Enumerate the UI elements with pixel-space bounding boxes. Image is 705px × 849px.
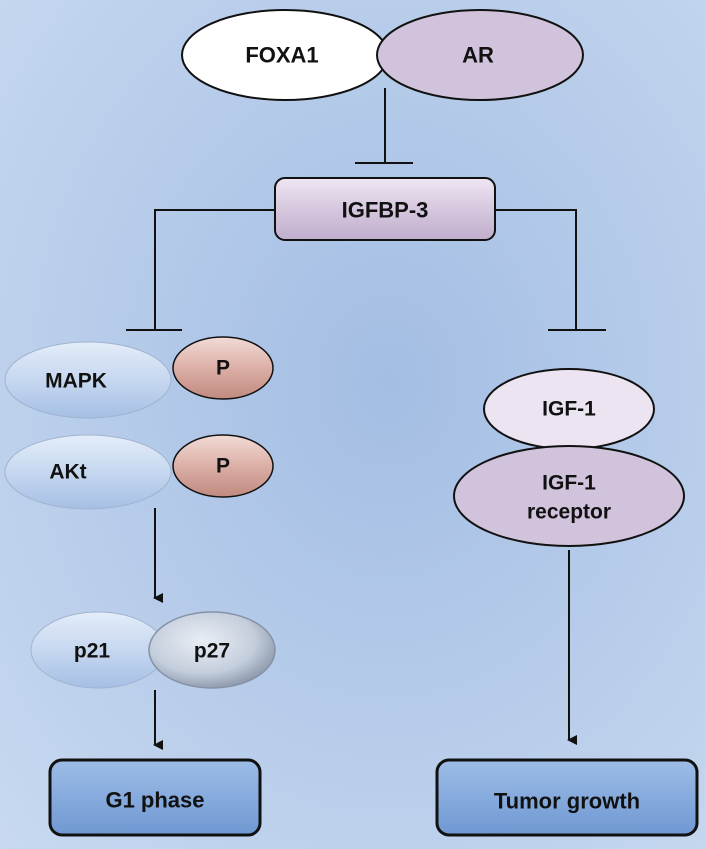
foxa1-label: FOXA1: [245, 43, 318, 68]
igf1-receptor-node: IGF-1 receptor: [453, 445, 685, 547]
tumor-growth-box: Tumor growth: [435, 758, 699, 837]
igf1-label: IGF-1: [542, 398, 596, 421]
akt-phospho-label: P: [216, 455, 230, 478]
g1-phase-box: G1 phase: [48, 758, 262, 837]
mapk-node: MAPK: [4, 341, 172, 419]
p21-label: p21: [74, 640, 111, 663]
igfbp3-to-mapk-line: [154, 209, 275, 330]
mapk-phospho-node: P: [172, 336, 274, 400]
p27-label: p27: [194, 640, 230, 663]
connectors: [126, 88, 606, 750]
igfbp3-node: IGFBP-3: [274, 177, 496, 241]
akt-node: AKt: [4, 434, 172, 510]
ar-label: AR: [462, 43, 494, 68]
igfbp3-to-igf1-line: [495, 209, 577, 330]
p21-node: p21: [30, 611, 166, 689]
akt-phospho-node: P: [172, 434, 274, 498]
igfbp3-label: IGFBP-3: [342, 198, 429, 223]
foxa1-node: FOXA1: [181, 9, 389, 101]
mapk-label: MAPK: [45, 370, 107, 393]
igf1-receptor-label-line1: IGF-1: [542, 472, 596, 495]
igf1-node: IGF-1: [483, 368, 655, 450]
ar-node: AR: [376, 9, 584, 101]
p27-node: p27: [148, 611, 276, 689]
tumor-growth-label: Tumor growth: [494, 789, 640, 814]
akt-label: AKt: [49, 461, 86, 484]
mapk-phospho-label: P: [216, 357, 230, 380]
igf1-receptor-label-line2: receptor: [527, 501, 611, 524]
g1-phase-label: G1 phase: [105, 788, 204, 813]
